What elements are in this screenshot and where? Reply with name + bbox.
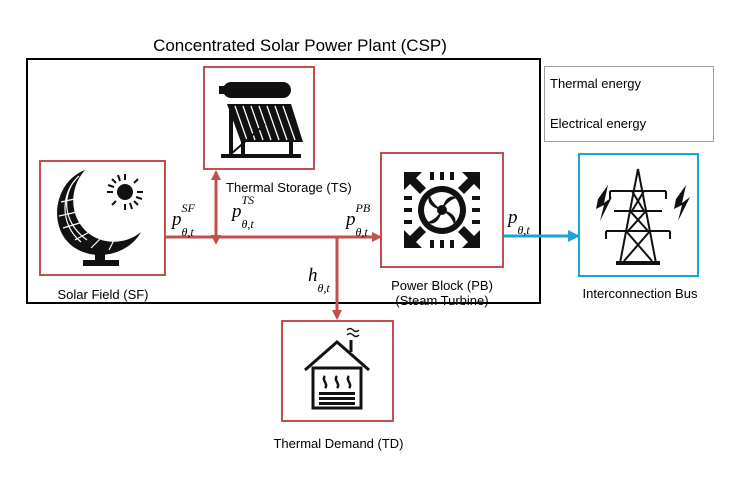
var-p-ts-base: p	[232, 201, 242, 222]
var-p-sf-sub: θ,t	[181, 224, 194, 239]
thermal-storage-label: Thermal Storage (TS)	[226, 180, 352, 195]
power-block-label-line2: (Steam Turbine)	[395, 293, 489, 308]
solar-dish-icon	[57, 170, 143, 266]
var-p-sub: θ,t	[517, 222, 530, 237]
var-h-sub: θ,t	[317, 280, 330, 295]
transmission-tower-icon	[596, 168, 690, 265]
var-p-ts-sub: θ,t	[241, 216, 254, 231]
thermal-storage-box	[203, 66, 315, 170]
solar-field-box	[39, 160, 166, 276]
power-block-label-line1: Power Block (PB)	[391, 278, 493, 293]
interconnection-bus-label: Interconnection Bus	[582, 286, 698, 301]
steam-turbine-icon	[404, 172, 480, 248]
thermal-demand-label: Thermal Demand (TD)	[273, 436, 404, 451]
legend-electrical-label: Electrical energy	[550, 116, 647, 131]
var-p-sf-base: p	[172, 209, 182, 230]
thermal-demand-box	[281, 320, 394, 422]
power-block-box	[380, 152, 504, 268]
csp-plant-boundary	[26, 58, 541, 304]
interconnection-bus-box	[578, 153, 699, 277]
var-p-ts-sup: TS	[241, 193, 255, 207]
heated-house-icon	[304, 327, 370, 410]
var-h-base: h	[308, 265, 318, 286]
solar-field-label: Solar Field (SF)	[57, 287, 149, 302]
diagram-title: Concentrated Solar Power Plant (CSP)	[153, 36, 447, 55]
var-p-pb-base: p	[346, 209, 356, 230]
legend-thermal-label: Thermal energy	[550, 76, 642, 91]
solar-water-heater-icon	[219, 82, 303, 158]
legend-box	[544, 66, 714, 142]
var-p-sf-sup: SF	[181, 201, 195, 215]
var-p-pb-sup: PB	[355, 201, 371, 215]
var-p: pθ,t	[508, 207, 530, 236]
var-p-base: p	[508, 207, 518, 228]
var-p-pb-sub: θ,t	[355, 224, 368, 239]
var-h: hθ,t	[308, 265, 330, 294]
